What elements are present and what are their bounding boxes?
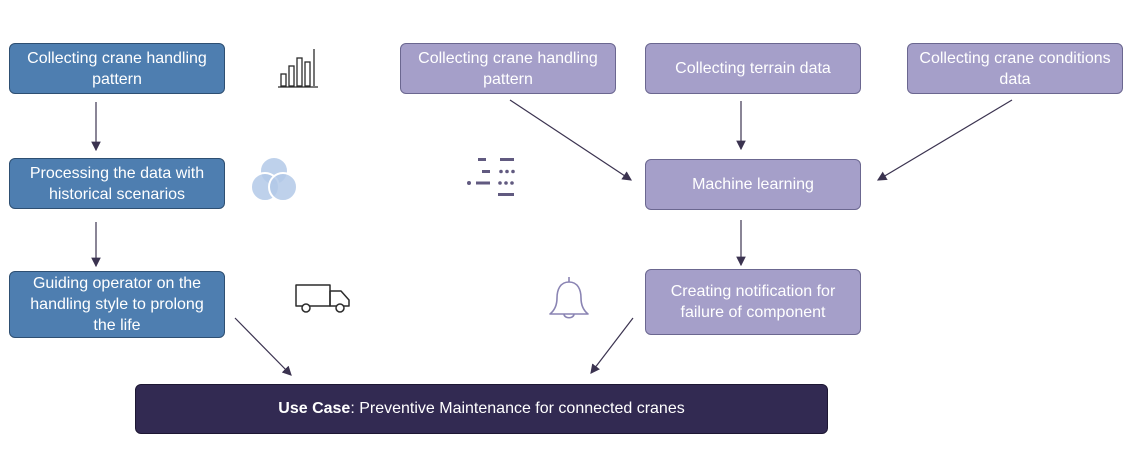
step-process-historical: Processing the data with historical scen…	[9, 158, 225, 209]
step-guide-operator: Guiding operator on the handling style t…	[9, 271, 225, 338]
arrow-notify-to-usecase	[590, 317, 634, 374]
use-case-text: : Preventive Maintenance for connected c…	[350, 400, 685, 417]
step-collect-handling-pattern-label: Collecting crane handling pattern	[27, 49, 207, 88]
input-collect-conditions-label: Collecting crane conditions data	[919, 49, 1111, 88]
bell-icon	[549, 277, 589, 319]
input-collect-terrain-label: Collecting terrain data	[675, 60, 831, 77]
dotted-lines-icon	[467, 158, 515, 196]
arrow-step3-to-usecase	[234, 317, 292, 376]
machine-learning-label: Machine learning	[692, 176, 814, 193]
input-collect-handling-pattern: Collecting crane handling pattern	[400, 43, 616, 94]
venn-diagram-icon	[250, 156, 298, 202]
arrow-input1-to-ml	[509, 99, 633, 181]
step-guide-operator-label: Guiding operator on the handling style t…	[30, 275, 204, 334]
input-collect-handling-pattern-label: Collecting crane handling pattern	[418, 49, 598, 88]
use-case-bar: Use Case: Preventive Maintenance for con…	[135, 384, 828, 434]
use-case-title: Use Case	[278, 400, 351, 417]
notification-label: Creating notification for failure of com…	[670, 283, 836, 321]
input-collect-terrain: Collecting terrain data	[645, 43, 861, 94]
step-process-historical-label: Processing the data with historical scen…	[29, 164, 205, 203]
input-collect-conditions: Collecting crane conditions data	[907, 43, 1123, 94]
machine-learning-box: Machine learning	[645, 159, 861, 210]
notification-box: Creating notification for failure of com…	[645, 269, 861, 335]
arrow-input3-to-ml	[876, 99, 1013, 181]
step-collect-handling-pattern: Collecting crane handling pattern	[9, 43, 225, 94]
truck-icon	[295, 284, 350, 313]
bar-chart-icon	[278, 49, 318, 88]
